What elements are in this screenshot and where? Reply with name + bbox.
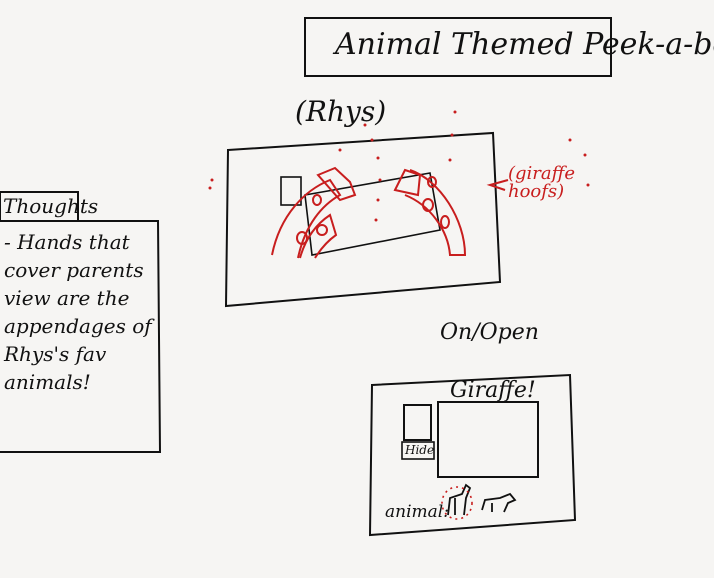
wireframe-camera-preview xyxy=(437,401,539,478)
user-label: (Rhys) xyxy=(295,95,387,128)
thoughts-line: view are the xyxy=(4,286,130,310)
red-dots xyxy=(208,110,590,222)
page-title: Animal Themed Peek-a-boo xyxy=(335,27,714,62)
thoughts-line: - Hands that xyxy=(4,230,130,254)
hide-button[interactable]: Hide xyxy=(405,443,435,457)
wireframe-animal-name: Giraffe! xyxy=(450,378,536,403)
giraffe-annotation: (giraffe hoofs) xyxy=(508,163,576,202)
thoughts-heading: Thoughts xyxy=(3,194,99,218)
dog-icon xyxy=(481,492,517,513)
thoughts-text: - Hands that cover parents view are the … xyxy=(4,228,159,396)
thoughts-line: Rhys's fav xyxy=(4,342,107,366)
selected-animal-highlight xyxy=(441,486,473,520)
annotation-bracket xyxy=(486,179,509,191)
thoughts-line: appendages of xyxy=(4,314,152,338)
side-box xyxy=(280,176,302,206)
thoughts-line: animals! xyxy=(4,370,91,394)
mode-label: On/Open xyxy=(440,320,539,345)
giraffe-hoof-left xyxy=(271,166,357,259)
giraffe-icon xyxy=(447,483,472,516)
wireframe-self-view xyxy=(403,404,432,441)
title-box xyxy=(304,17,612,77)
giraffe-hoof-right xyxy=(393,168,467,256)
hide-button-outline xyxy=(401,441,435,460)
screen-box xyxy=(224,131,502,308)
thoughts-box xyxy=(0,220,162,453)
wireframe-frame xyxy=(368,373,577,537)
thoughts-line: cover parents xyxy=(4,258,144,282)
animal-selector-label: animal: xyxy=(385,502,449,522)
